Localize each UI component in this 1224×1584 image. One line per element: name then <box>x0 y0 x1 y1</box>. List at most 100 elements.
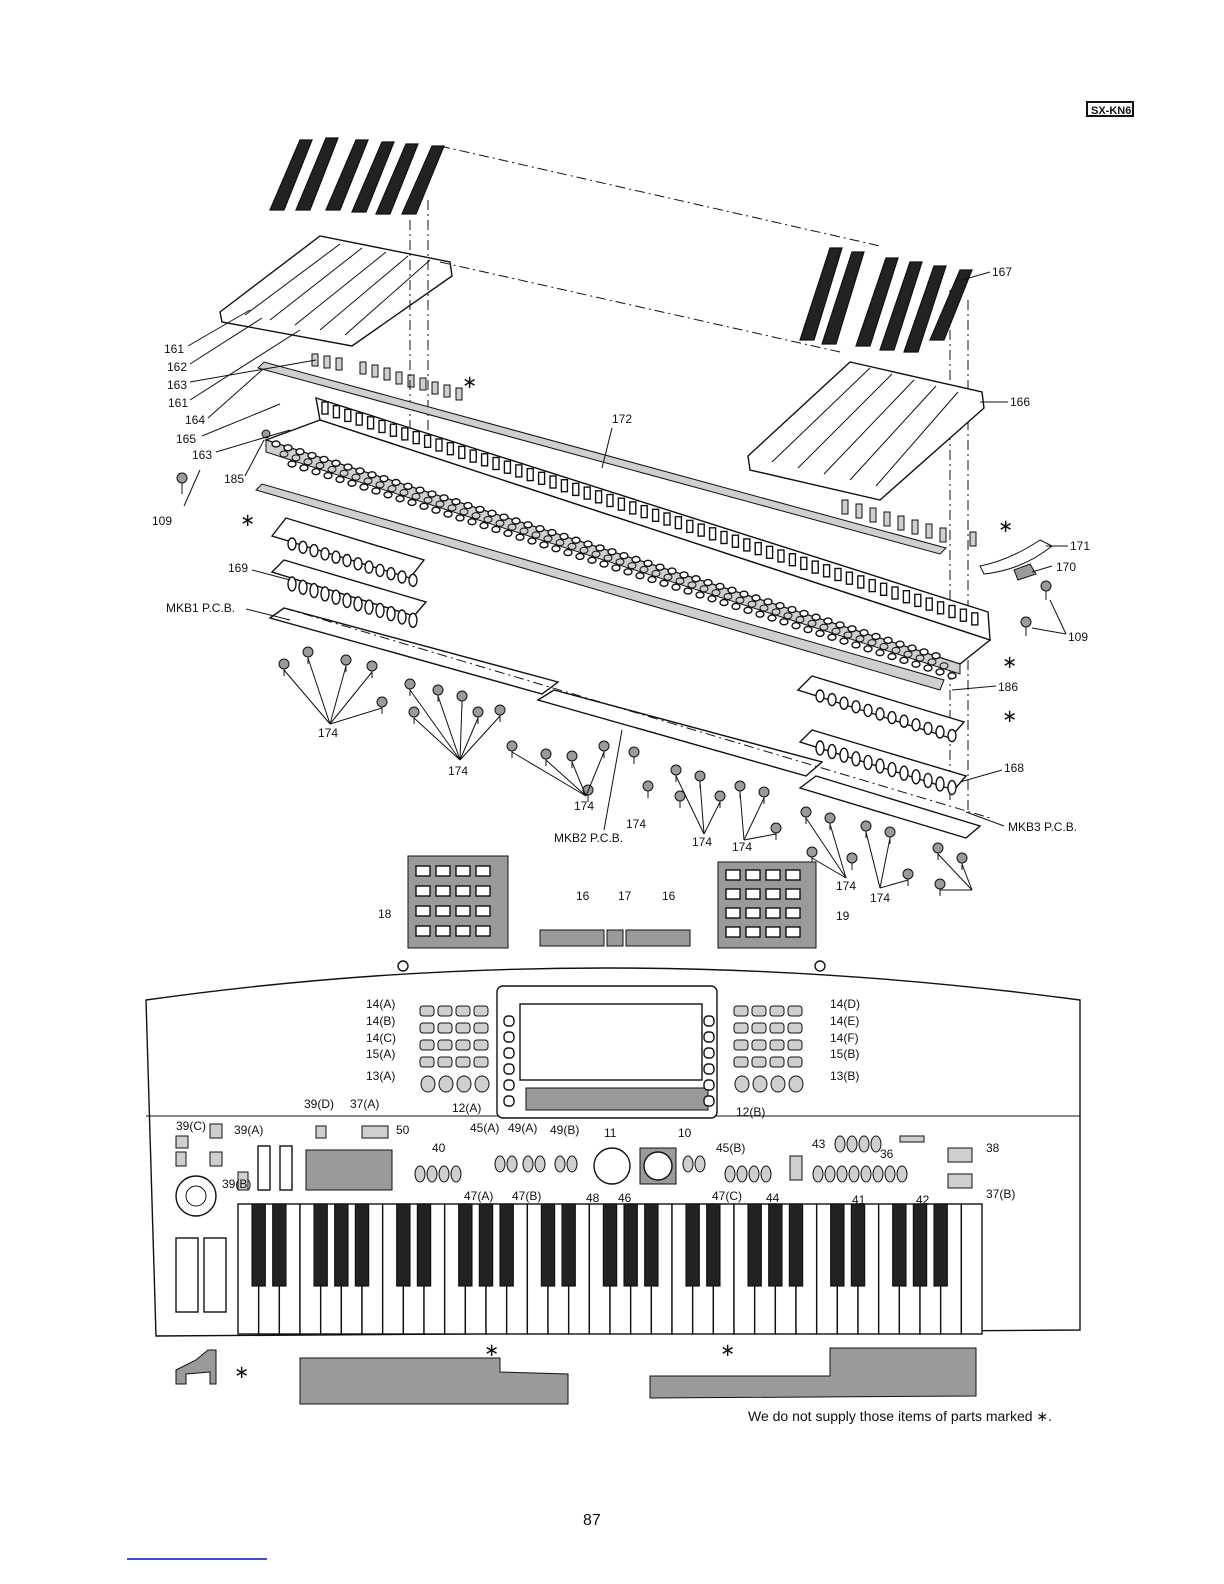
panel-button <box>473 1056 489 1068</box>
chassis-slot <box>708 527 717 541</box>
chassis-hole <box>763 598 773 606</box>
panel-button <box>769 1056 785 1068</box>
label-169: 169 <box>228 561 248 575</box>
switch-cell <box>455 905 471 917</box>
chassis-hole <box>947 672 957 680</box>
label-185: 185 <box>224 472 244 486</box>
chassis-hole <box>603 554 613 562</box>
panel-button <box>456 1075 472 1093</box>
chassis-slot <box>355 412 363 426</box>
panel-button <box>414 1165 426 1183</box>
panel-button <box>736 1165 748 1183</box>
chassis-hole <box>407 498 417 507</box>
key-springs-right <box>841 499 977 547</box>
panel-button <box>788 1075 804 1093</box>
panel-button <box>848 1165 860 1183</box>
chassis-hole <box>879 643 889 650</box>
label-38: 38 <box>986 1141 1000 1155</box>
chassis-hole <box>831 627 841 635</box>
display-side-button <box>703 1015 715 1027</box>
chassis-hole <box>499 513 509 521</box>
label-10: 10 <box>678 1126 692 1140</box>
contact-cell <box>875 707 885 721</box>
chassis-hole <box>739 590 749 598</box>
label-37a: 37(A) <box>350 1097 379 1111</box>
black-key <box>850 1203 866 1287</box>
chassis-hole <box>403 482 413 491</box>
leader-line <box>811 857 847 879</box>
contact-cells <box>287 537 957 796</box>
switch-cell <box>785 888 801 900</box>
contact-cell <box>309 543 319 558</box>
chassis-hole <box>383 491 393 499</box>
black-key <box>540 1203 556 1287</box>
chassis-hole <box>751 594 761 602</box>
panel-button <box>752 1075 768 1093</box>
screw-174 <box>642 780 654 792</box>
panel-button <box>870 1135 882 1153</box>
contact-cell <box>935 776 945 792</box>
chassis-hole <box>743 606 753 614</box>
chassis-slot <box>503 460 512 474</box>
screw-174 <box>860 820 872 832</box>
chassis-hole <box>703 578 713 587</box>
leader-line <box>879 837 891 889</box>
chassis-hole <box>683 587 693 595</box>
switch-cell <box>785 926 801 938</box>
chassis-slot <box>435 438 443 452</box>
panel-button <box>506 1155 518 1173</box>
chassis-hole <box>727 586 737 594</box>
chassis-hole <box>635 571 645 580</box>
leader-line <box>459 701 463 761</box>
label-174: 174 <box>692 835 712 849</box>
label-47a: 47(A) <box>464 1189 493 1203</box>
chassis-slot <box>925 597 933 611</box>
panel-button <box>554 1155 566 1173</box>
chassis-hole <box>303 458 313 466</box>
black-key <box>602 1203 618 1287</box>
leader-line <box>703 801 721 835</box>
label-174: 174 <box>318 726 338 740</box>
label-15b: 15(B) <box>830 1047 859 1061</box>
chassis-hole <box>779 618 789 626</box>
contact-cell <box>408 573 418 587</box>
label-174: 174 <box>732 840 752 854</box>
screw-174 <box>432 684 444 696</box>
leader-line <box>961 863 973 891</box>
screw-174 <box>540 748 552 760</box>
panel-button <box>751 1022 767 1034</box>
chassis-slot <box>549 475 557 489</box>
chassis-hole <box>787 605 797 614</box>
chassis-hole <box>515 533 525 541</box>
screws-109-right <box>1020 580 1052 636</box>
panel-button <box>420 1075 436 1093</box>
contact-cell <box>375 602 385 619</box>
contact-cell <box>397 609 407 625</box>
chassis-slot <box>606 493 614 508</box>
label-16: 16 <box>662 889 676 903</box>
switch-cell <box>415 905 431 917</box>
chassis-hole <box>443 510 453 518</box>
label-14f: 14(F) <box>830 1031 859 1045</box>
label-50: 50 <box>396 1123 410 1137</box>
chassis-slot <box>378 419 386 434</box>
chassis-slot <box>697 523 705 537</box>
guide-lines <box>409 145 969 810</box>
chassis-hole <box>775 602 785 610</box>
chassis-hole <box>907 644 917 652</box>
label-39d: 39(D) <box>304 1097 334 1111</box>
screw-174 <box>278 658 290 670</box>
label-mkb2-pcb: MKB2 P.C.B. <box>554 831 623 845</box>
panel-button <box>455 1039 471 1051</box>
chassis-hole <box>747 600 757 608</box>
switch-cell <box>765 907 781 919</box>
contact-cell <box>408 612 418 628</box>
chassis-hole <box>299 464 309 472</box>
panel-button <box>419 1022 435 1034</box>
panel-button <box>812 1165 824 1183</box>
label-43: 43 <box>812 1137 826 1151</box>
chassis-hole <box>519 527 529 535</box>
chassis-hole <box>587 556 597 564</box>
cable-171-bracket-170 <box>979 539 1053 581</box>
